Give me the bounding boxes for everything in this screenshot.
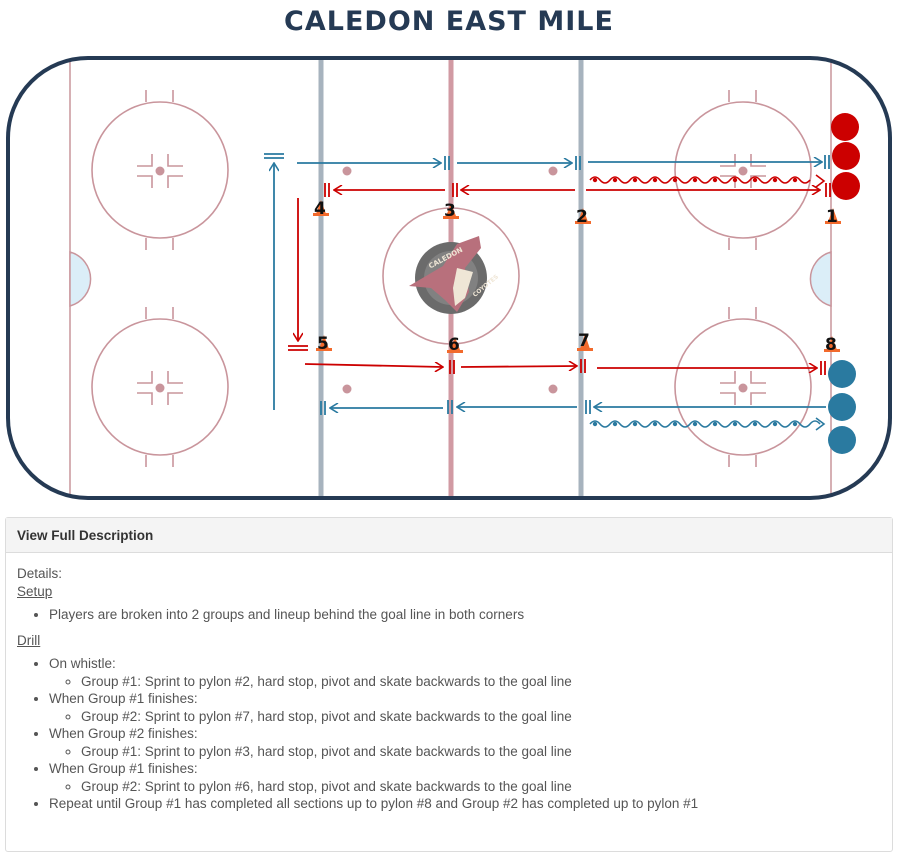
crease-left [69,251,92,307]
player-red-1 [831,113,859,141]
faceoff-circle-top-left [91,90,229,250]
svg-text:2: 2 [576,207,588,227]
svg-text:5: 5 [317,334,329,354]
svg-text:8: 8 [825,335,837,355]
pylon-2: 2 [575,207,591,227]
setup-list: Players are broken into 2 groups and lin… [17,606,881,624]
drill-substep: Group #2: Sprint to pylon #6, hard stop,… [81,778,881,796]
group2-path [264,153,830,415]
description-body: Details: Setup Players are broken into 2… [6,553,892,833]
pylon-8: 8 [824,335,840,355]
pylon-3: 3 [443,201,459,221]
drill-step: On whistle: Group #1: Sprint to pylon #2… [49,655,881,690]
group1-players [831,113,860,200]
svg-text:7: 7 [578,331,590,351]
drill-substep: Group #1: Sprint to pylon #2, hard stop,… [81,673,881,691]
setup-item: Players are broken into 2 groups and lin… [49,606,881,624]
description-panel: View Full Description Details: Setup Pla… [5,517,893,852]
player-red-2 [832,142,860,170]
crease-right [809,251,832,307]
svg-text:1: 1 [826,207,838,227]
group2-backward-skate [589,417,826,431]
player-blue-3 [828,426,856,454]
rink-diagram: CALEDON COYOTES [6,56,892,500]
drill-heading: Drill [17,632,41,648]
team-logo: CALEDON COYOTES [409,236,500,314]
faceoff-circle-bottom-right [674,307,812,467]
player-blue-1 [828,360,856,388]
pylon-4: 4 [313,199,329,219]
group1-path [288,183,831,375]
drill-substep: Group #1: Sprint to pylon #3, hard stop,… [81,743,881,761]
drill-step: When Group #1 finishes: Group #2: Sprint… [49,690,881,725]
svg-text:3: 3 [444,201,456,221]
drill-substep: Group #2: Sprint to pylon #7, hard stop,… [81,708,881,726]
drill-step: When Group #2 finishes: Group #1: Sprint… [49,725,881,760]
view-full-description-toggle[interactable]: View Full Description [6,518,892,553]
svg-text:6: 6 [448,335,460,355]
faceoff-circle-bottom-left [91,307,229,467]
details-label: Details: [17,566,63,581]
rink-boards [6,56,892,500]
pylon-6: 6 [447,335,463,355]
group2-players [828,360,856,454]
setup-heading: Setup [17,583,53,599]
pylon-5: 5 [316,334,332,354]
faceoff-circle-top-right [674,90,812,250]
drill-list: On whistle: Group #1: Sprint to pylon #2… [17,655,881,813]
drill-step: Repeat until Group #1 has completed all … [49,795,881,813]
pylon-7: 7 [577,331,593,351]
drill-step: When Group #1 finishes: Group #2: Sprint… [49,760,881,795]
pylons: 1 2 3 4 5 6 7 8 [313,199,841,355]
player-red-3 [832,172,860,200]
group1-backward-skate [589,174,826,188]
page-title: CALEDON EAST MILE [284,6,614,37]
player-blue-2 [828,393,856,421]
svg-text:4: 4 [314,199,326,219]
pylon-1: 1 [825,207,841,227]
